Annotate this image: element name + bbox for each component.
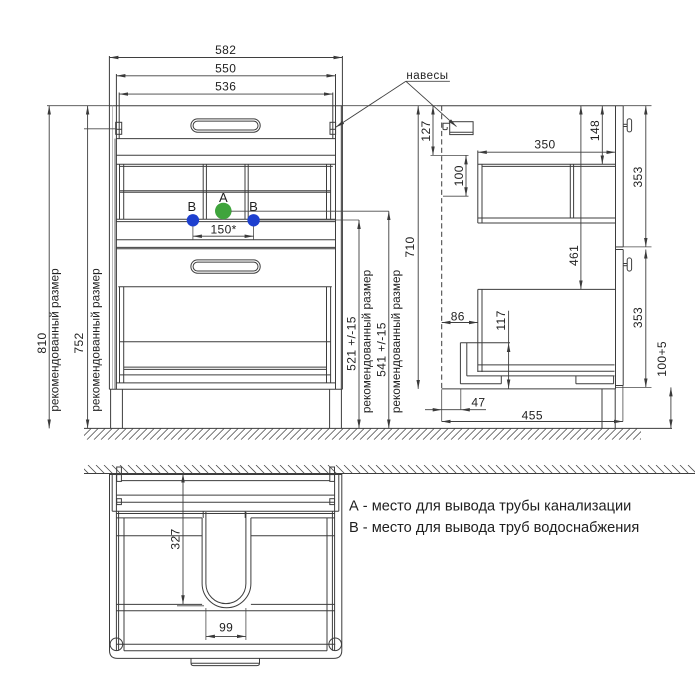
svg-text:810: 810: [35, 332, 49, 353]
svg-text:327: 327: [169, 528, 183, 549]
svg-text:100: 100: [452, 165, 466, 186]
svg-text:рекомендованный размер: рекомендованный размер: [47, 268, 61, 412]
svg-text:550: 550: [215, 61, 236, 75]
svg-text:350: 350: [534, 138, 555, 152]
svg-text:В: В: [187, 199, 196, 214]
svg-text:353: 353: [631, 166, 645, 187]
svg-text:353: 353: [631, 307, 645, 328]
svg-text:541 +/-15: 541 +/-15: [374, 322, 388, 377]
svg-text:100+5: 100+5: [655, 341, 669, 377]
svg-text:150*: 150*: [210, 223, 236, 237]
svg-text:117: 117: [494, 310, 508, 330]
svg-text:536: 536: [215, 80, 236, 94]
svg-text:461: 461: [567, 245, 581, 266]
svg-text:99: 99: [219, 621, 233, 635]
svg-text:В - место для вывода труб водо: В - место для вывода труб водоснабжения: [349, 520, 639, 536]
svg-text:148: 148: [588, 120, 602, 141]
svg-text:рекомендованный размер: рекомендованный размер: [89, 268, 103, 412]
svg-text:47: 47: [471, 395, 485, 409]
svg-text:рекомендованный размер: рекомендованный размер: [359, 269, 373, 413]
svg-text:рекомендованный размер: рекомендованный размер: [389, 269, 403, 413]
svg-text:521 +/-15: 521 +/-15: [344, 316, 358, 371]
svg-text:86: 86: [451, 309, 465, 323]
svg-text:752: 752: [72, 332, 86, 353]
svg-text:710: 710: [403, 236, 417, 257]
svg-text:А - место для вывода трубы кан: А - место для вывода трубы канализации: [349, 498, 631, 514]
svg-text:127: 127: [419, 120, 433, 141]
svg-text:А: А: [219, 190, 228, 205]
svg-text:582: 582: [215, 43, 236, 57]
svg-text:В: В: [249, 199, 258, 214]
svg-text:455: 455: [522, 408, 543, 422]
svg-text:навесы: навесы: [406, 70, 448, 82]
